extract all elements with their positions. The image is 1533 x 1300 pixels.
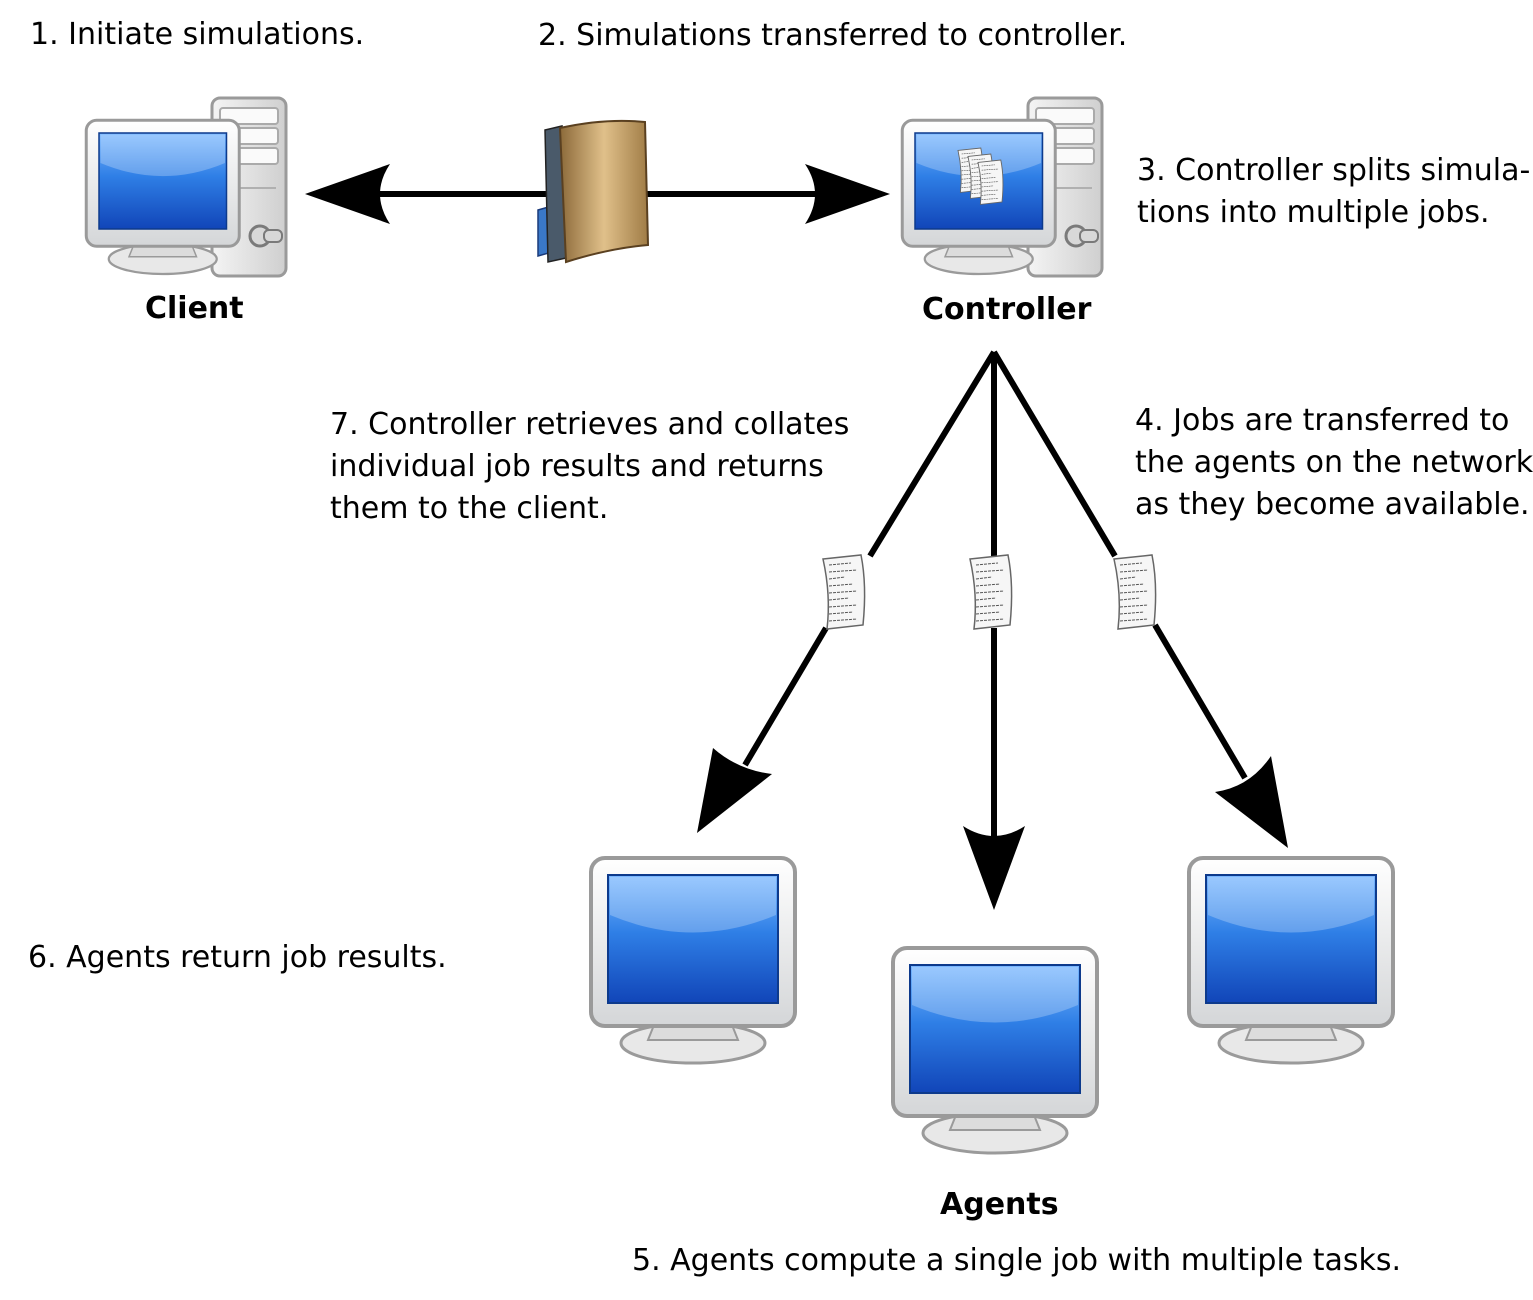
step-4-line-3: as they become available. — [1135, 487, 1530, 522]
step-2-text: 2. Simulations transferred to controller… — [538, 18, 1128, 53]
client-computer-icon — [84, 96, 288, 278]
step-4-line-2: the agents on the network — [1135, 445, 1533, 480]
agent-monitor-right-icon — [1187, 856, 1395, 1065]
step-1-text: 1. Initiate simulations. — [30, 17, 365, 52]
arrow-to-agent-right-icon — [1215, 756, 1288, 848]
job-document-left-icon — [822, 554, 866, 630]
arrow-to-controller-icon — [805, 164, 890, 224]
arrow-to-client-icon — [305, 164, 390, 224]
job-document-center-icon — [969, 554, 1013, 630]
job-document-right-icon — [1113, 554, 1157, 630]
step-6-text: 6. Agents return job results. — [28, 940, 447, 975]
agent-monitor-left-icon — [589, 856, 797, 1065]
controller-computer-icon — [900, 96, 1104, 278]
controller-label: Controller — [922, 292, 1092, 327]
step-7-line-3: them to the client. — [330, 491, 609, 526]
step-4-line-1: 4. Jobs are transferred to — [1135, 403, 1510, 438]
client-label: Client — [145, 291, 244, 326]
arrow-to-agent-center-icon — [963, 826, 1025, 910]
agents-label: Agents — [940, 1187, 1059, 1222]
job-distribution-arrows — [697, 350, 1288, 910]
step-7-line-2: individual job results and returns — [330, 449, 824, 484]
step-7-line-1: 7. Controller retrieves and collates — [330, 407, 850, 442]
transfer-arrows — [305, 164, 890, 224]
step-3-line-1: 3. Controller splits simula- — [1137, 153, 1531, 188]
step-5-text: 5. Agents compute a single job with mult… — [632, 1243, 1402, 1278]
step-3-line-2: tions into multiple jobs. — [1137, 195, 1490, 230]
simulation-binder-icon — [537, 119, 650, 264]
agent-monitor-center-icon — [891, 946, 1099, 1155]
arrow-to-agent-left-icon — [697, 748, 772, 833]
